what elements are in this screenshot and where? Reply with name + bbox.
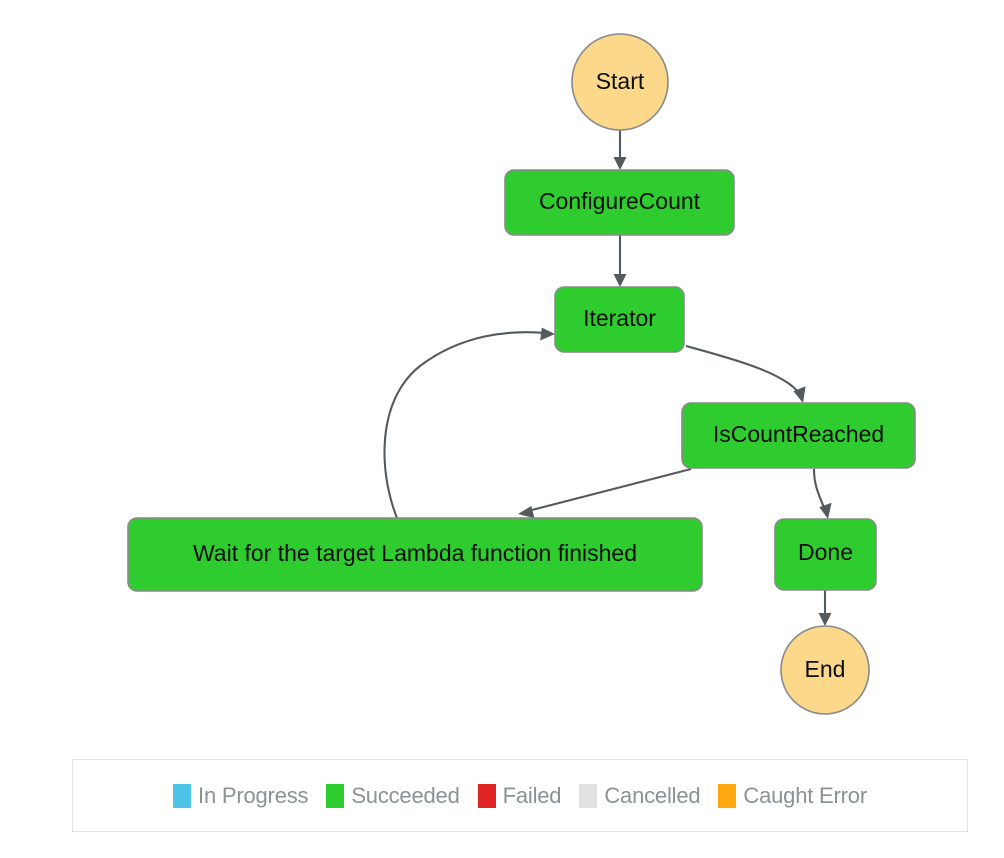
arrowhead [819, 502, 832, 519]
edge-line [527, 467, 692, 513]
legend-label-caught-error: Caught Error [743, 782, 867, 808]
edge-done-to-end [818, 590, 832, 626]
edge-layer [383, 130, 832, 626]
edge-iscountreached-to-wait [518, 467, 692, 519]
node-configurecount[interactable]: ConfigureCount [504, 169, 735, 236]
node-end[interactable]: End [780, 625, 870, 715]
edge-iscountreached-to-done [812, 468, 832, 519]
node-iscountreached-shape[interactable] [681, 402, 916, 469]
legend-swatch-caught-error-icon [718, 783, 737, 808]
node-done-shape[interactable] [774, 518, 877, 591]
legend-label-in-progress: In Progress [198, 782, 309, 808]
legend-swatch-in-progress-icon [173, 783, 192, 808]
edge-iterator-to-iscountreached [685, 344, 806, 403]
node-iterator-shape[interactable] [554, 286, 685, 353]
node-done[interactable]: Done [774, 518, 877, 591]
node-wait-for-lambda-shape[interactable] [127, 517, 703, 592]
edge-configurecount-to-iterator [613, 235, 627, 287]
legend-label-cancelled: Cancelled [604, 782, 701, 808]
node-start-shape[interactable] [571, 33, 669, 131]
legend-item-cancelled: Cancelled [579, 782, 701, 809]
arrowhead [613, 274, 627, 287]
node-end-shape[interactable] [780, 625, 870, 715]
legend-swatch-cancelled-icon [579, 783, 598, 808]
legend-item-in-progress: In Progress [173, 782, 309, 809]
node-configurecount-shape[interactable] [504, 169, 735, 236]
legend-items: In Progress Succeeded Failed Cancelled C… [173, 783, 867, 809]
edge-start-to-configurecount [613, 130, 627, 170]
arrowhead [540, 327, 555, 341]
node-start[interactable]: Start [571, 33, 669, 131]
status-legend: In Progress Succeeded Failed Cancelled C… [72, 759, 968, 832]
arrowhead [818, 613, 832, 626]
node-iscountreached[interactable]: IsCountReached [681, 402, 916, 469]
legend-swatch-failed-icon [477, 783, 496, 808]
legend-item-caught-error: Caught Error [718, 783, 867, 809]
arrowhead [793, 386, 806, 403]
edge-line [383, 331, 547, 519]
legend-label-failed: Failed [502, 782, 562, 808]
edge-line [812, 468, 826, 511]
legend-item-failed: Failed [477, 782, 562, 809]
legend-item-succeeded: Succeeded [326, 782, 460, 809]
legend-swatch-succeeded-icon [326, 783, 345, 808]
edge-line [685, 344, 800, 394]
node-wait-for-lambda[interactable]: Wait for the target Lambda function fini… [127, 517, 703, 592]
node-iterator[interactable]: Iterator [554, 286, 685, 353]
arrowhead [518, 505, 535, 519]
legend-label-succeeded: Succeeded [351, 782, 460, 808]
edge-wait-to-iterator [383, 327, 555, 519]
arrowhead [613, 157, 627, 170]
